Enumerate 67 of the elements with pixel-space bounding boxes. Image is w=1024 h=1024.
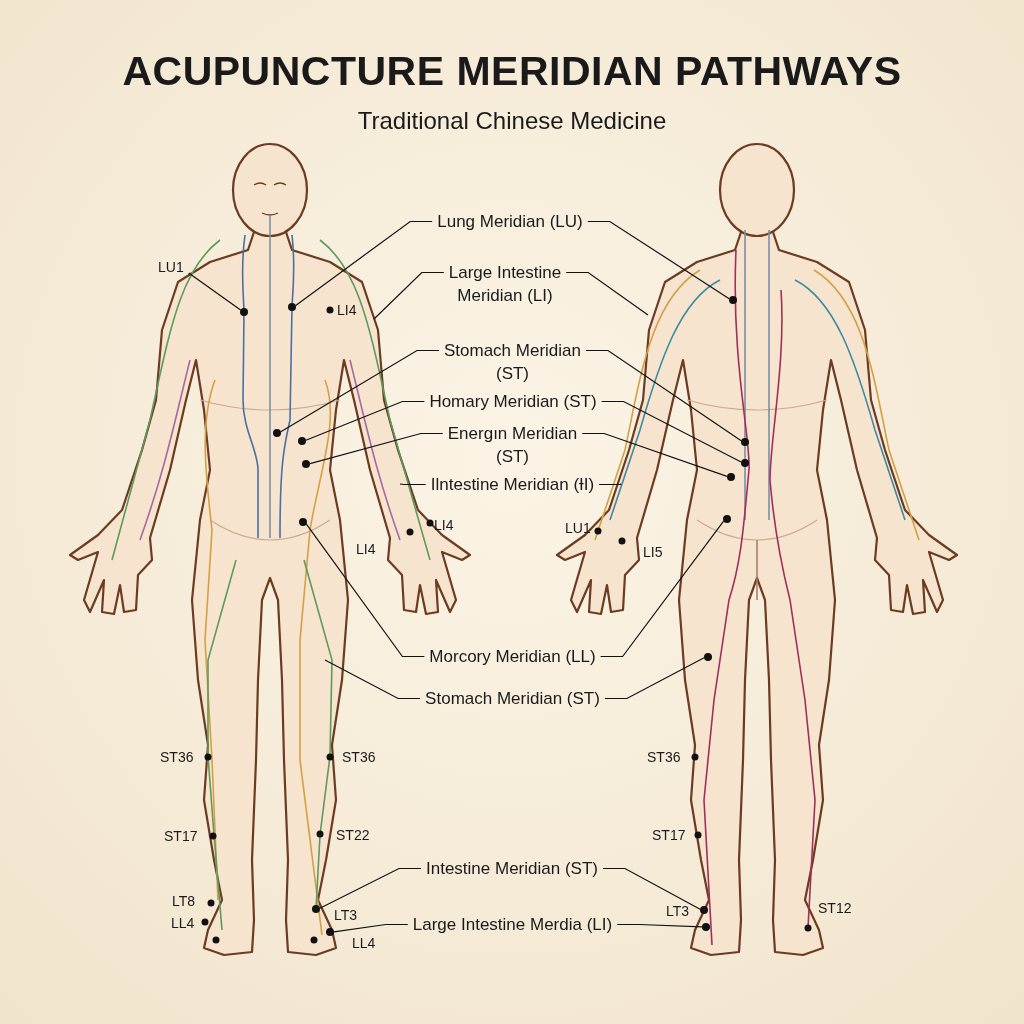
leader-line bbox=[305, 523, 425, 658]
point-label: LU1 bbox=[565, 520, 591, 536]
acupoint-dot bbox=[727, 473, 735, 481]
leader-line bbox=[604, 657, 705, 700]
point-label: ST17 bbox=[164, 828, 198, 844]
leader-line bbox=[324, 659, 421, 700]
acupoint-dot bbox=[240, 308, 248, 316]
leader-line bbox=[585, 349, 742, 442]
title: ACUPUNCTURE MERIDIAN PATHWAYS bbox=[121, 48, 903, 95]
leader-line bbox=[305, 400, 425, 441]
point-label: LT3 bbox=[334, 907, 358, 923]
point-label: LU1 bbox=[158, 259, 184, 275]
leader-line bbox=[188, 272, 242, 311]
subtitle: Traditional Chinese Medicine bbox=[356, 107, 668, 135]
meridian-label: Intestine Meridian (ST) bbox=[412, 857, 612, 880]
meridian-label: Lung Meridian (LU) bbox=[420, 210, 600, 233]
leader-line bbox=[616, 923, 703, 928]
acupoint-dot bbox=[302, 460, 310, 468]
leader-line bbox=[280, 349, 440, 433]
meridian-label: Large Intestine Meridian (LI) bbox=[420, 261, 590, 307]
acupoint-dot bbox=[702, 923, 710, 931]
point-label: ST36 bbox=[342, 749, 376, 765]
point-label: ST36 bbox=[160, 749, 194, 765]
meridian-label: Large Intestine Merdia (LI) bbox=[400, 913, 625, 936]
point-label: LI4 bbox=[356, 541, 376, 557]
point-label: LI5 bbox=[643, 544, 663, 560]
acupoint-dot bbox=[298, 437, 306, 445]
meridian-label: Stomach Meridian (ST) bbox=[420, 687, 605, 710]
point-label: LT8 bbox=[172, 893, 196, 909]
point-label: ST36 bbox=[647, 749, 681, 765]
point-label: ST22 bbox=[336, 827, 370, 843]
point-label: LL4 bbox=[171, 915, 195, 931]
point-label: ST17 bbox=[652, 827, 686, 843]
leader-line bbox=[309, 432, 444, 465]
leader-line bbox=[581, 432, 728, 477]
leader-line bbox=[565, 271, 649, 316]
leader-line bbox=[333, 923, 409, 933]
leader-line bbox=[399, 483, 427, 486]
acupoint-dot bbox=[741, 459, 749, 467]
leader-line bbox=[600, 520, 725, 658]
point-label: LL4 bbox=[352, 935, 376, 951]
point-label: LI4 bbox=[434, 517, 454, 533]
meridian-label: Stomach Meridian (ST) bbox=[430, 339, 595, 385]
leader-line bbox=[587, 220, 730, 300]
point-label: LT3 bbox=[666, 903, 690, 919]
acupoint-dot bbox=[326, 928, 334, 936]
leader-line bbox=[598, 483, 622, 486]
acupoint-dot bbox=[288, 303, 296, 311]
meridian-label: Energın Meridian (ST) bbox=[430, 422, 595, 468]
meridian-label: Morcory Meridian (LL) bbox=[415, 645, 610, 668]
acupoint-dot bbox=[700, 906, 708, 914]
leader-line bbox=[319, 867, 422, 909]
acupoint-dot bbox=[312, 905, 320, 913]
leader-line bbox=[602, 867, 701, 910]
meridian-label: Ilntestine Meridian (ƗI) bbox=[420, 473, 605, 496]
acupoint-dot bbox=[299, 518, 307, 526]
point-label: LI4 bbox=[337, 302, 357, 318]
meridian-label: Homary Meridian (ST) bbox=[418, 390, 608, 413]
acupoint-dot bbox=[723, 515, 731, 523]
leader-line bbox=[601, 400, 742, 463]
point-label: ST12 bbox=[818, 900, 852, 916]
acupoint-dot bbox=[741, 438, 749, 446]
acupoint-dot bbox=[704, 653, 712, 661]
leader-line bbox=[295, 220, 433, 307]
acupoint-dot bbox=[729, 296, 737, 304]
leader-line bbox=[373, 271, 445, 320]
acupoint-dot bbox=[273, 429, 281, 437]
